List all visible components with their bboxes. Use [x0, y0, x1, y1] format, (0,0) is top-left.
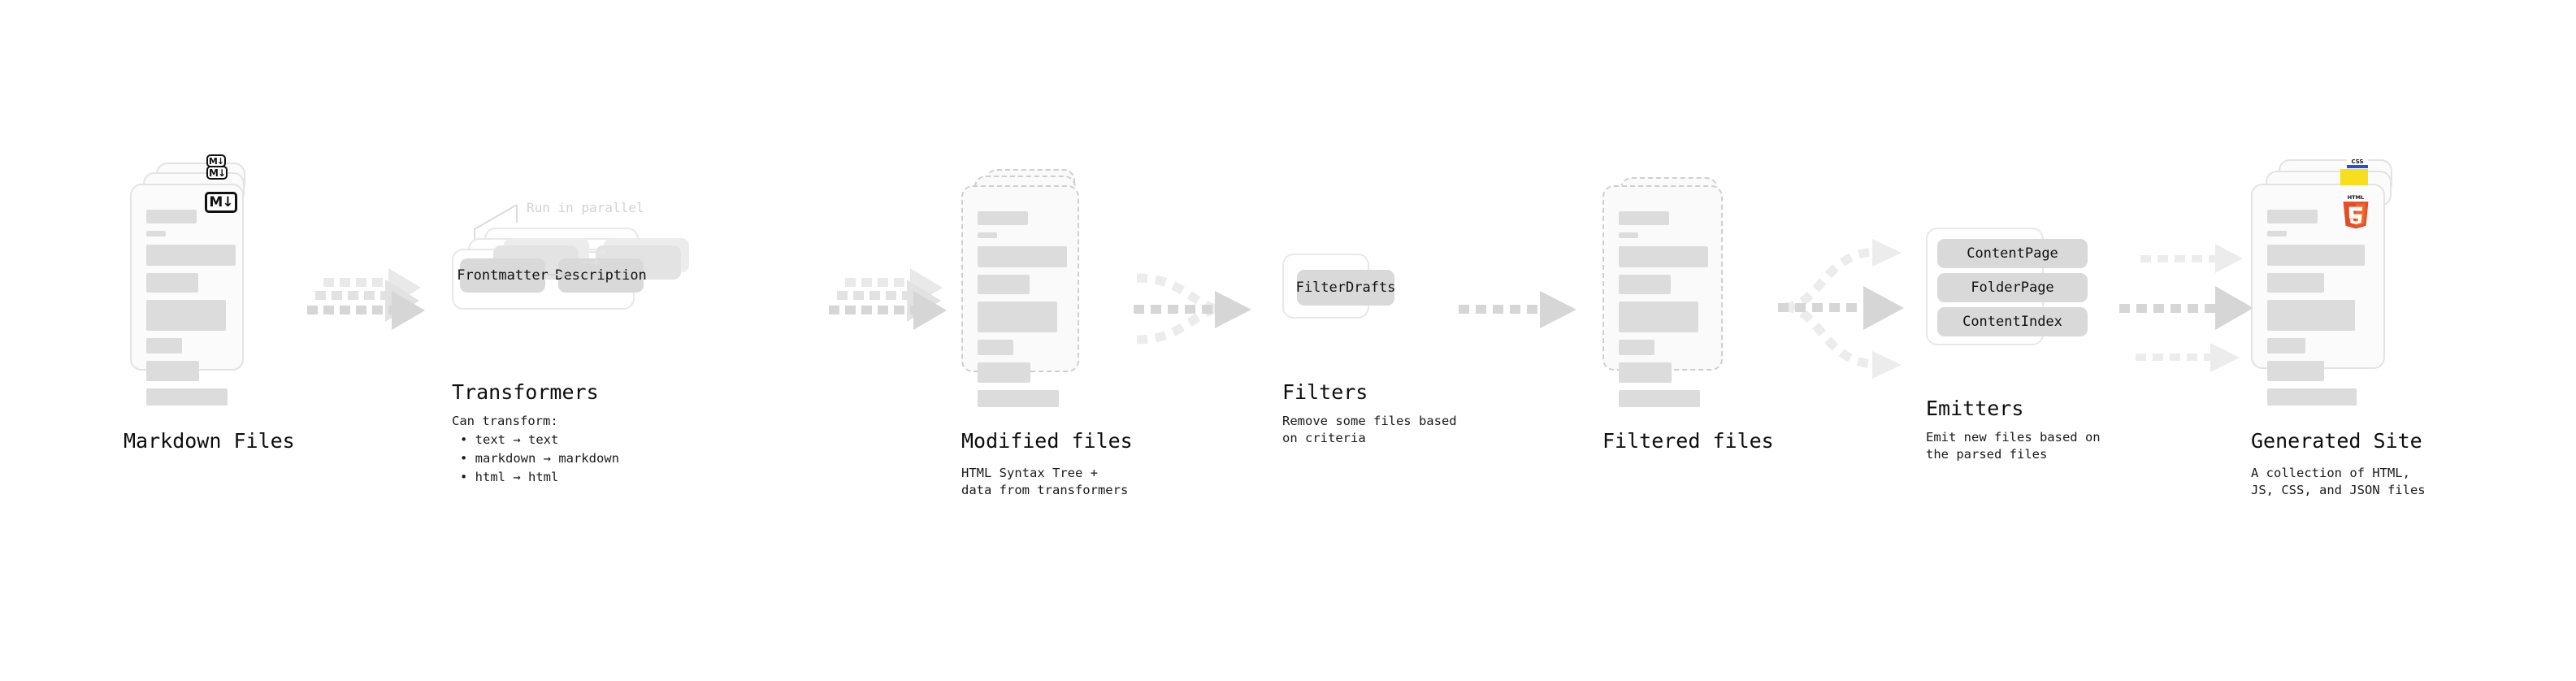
- generated-placeholder-lines: [2267, 210, 2372, 413]
- emitters-box: ContentPage FolderPage ContentIndex: [1926, 228, 2088, 345]
- css-icon: CSS: [2347, 158, 2368, 168]
- description-chip[interactable]: Description: [555, 258, 647, 293]
- markdown-placeholder-lines: [146, 210, 236, 413]
- filters-title: Filters: [1282, 380, 1368, 404]
- transformers-subtitle: Can transform:: [452, 414, 558, 428]
- modified-placeholder-lines: [978, 211, 1067, 414]
- modified-card-front: [961, 185, 1079, 407]
- arrow-modified-to-filters: [1134, 273, 1251, 345]
- folderpage-chip[interactable]: FolderPage: [1937, 273, 2088, 302]
- arrow-transformers-to-modified: [829, 268, 947, 330]
- filtered-card-front: [1602, 185, 1723, 407]
- transformers-title: Transformers: [452, 380, 599, 404]
- markdown-card-front: [130, 184, 244, 406]
- transformer-internal-arrows: [548, 249, 607, 278]
- filtered-placeholder-lines: [1619, 211, 1710, 414]
- emitters-subtitle: Emit new files based on the parsed files: [1926, 430, 2101, 462]
- arrow-filters-to-filtered: [1459, 291, 1576, 328]
- filterdrafts-chip[interactable]: FilterDrafts: [1296, 270, 1395, 306]
- filters-subtitle: Remove some files based on criteria: [1282, 414, 1457, 445]
- arrow-emitters-to-site: [2119, 244, 2253, 372]
- modified-files-title: Modified files: [961, 429, 1133, 453]
- run-in-parallel-label: Run in parallel: [527, 200, 644, 215]
- emitters-title: Emitters: [1926, 397, 2024, 420]
- contentindex-chip[interactable]: ContentIndex: [1937, 307, 2088, 336]
- frontmatter-chip[interactable]: Frontmatter: [457, 258, 549, 293]
- modified-files-subtitle: HTML Syntax Tree + data from transformer…: [961, 466, 1129, 497]
- transformers-bullet-1: • markdown → markdown: [460, 451, 619, 466]
- filtered-files-title: Filtered files: [1602, 429, 1774, 453]
- transformers-bullet-2: • html → html: [460, 470, 559, 484]
- contentpage-chip[interactable]: ContentPage: [1937, 239, 2088, 268]
- filters-box: FilterDrafts: [1282, 254, 1395, 319]
- arrow-md-to-transformers: [307, 268, 425, 330]
- markdown-icon: M↓: [205, 192, 237, 213]
- markdown-files-title: Markdown Files: [124, 429, 295, 453]
- js-icon: [2340, 169, 2368, 185]
- arrow-filtered-to-emitters: [1778, 239, 1904, 379]
- generated-site-subtitle: A collection of HTML, JS, CSS, and JSON …: [2251, 466, 2426, 497]
- generated-site-title: Generated Site: [2251, 429, 2422, 453]
- svg-text:HTML: HTML: [2348, 194, 2365, 201]
- html5-icon: HTML: [2343, 194, 2369, 229]
- markdown-icon-back-1: M↓: [206, 166, 228, 180]
- transformers-bullet-0: • text → text: [460, 432, 559, 447]
